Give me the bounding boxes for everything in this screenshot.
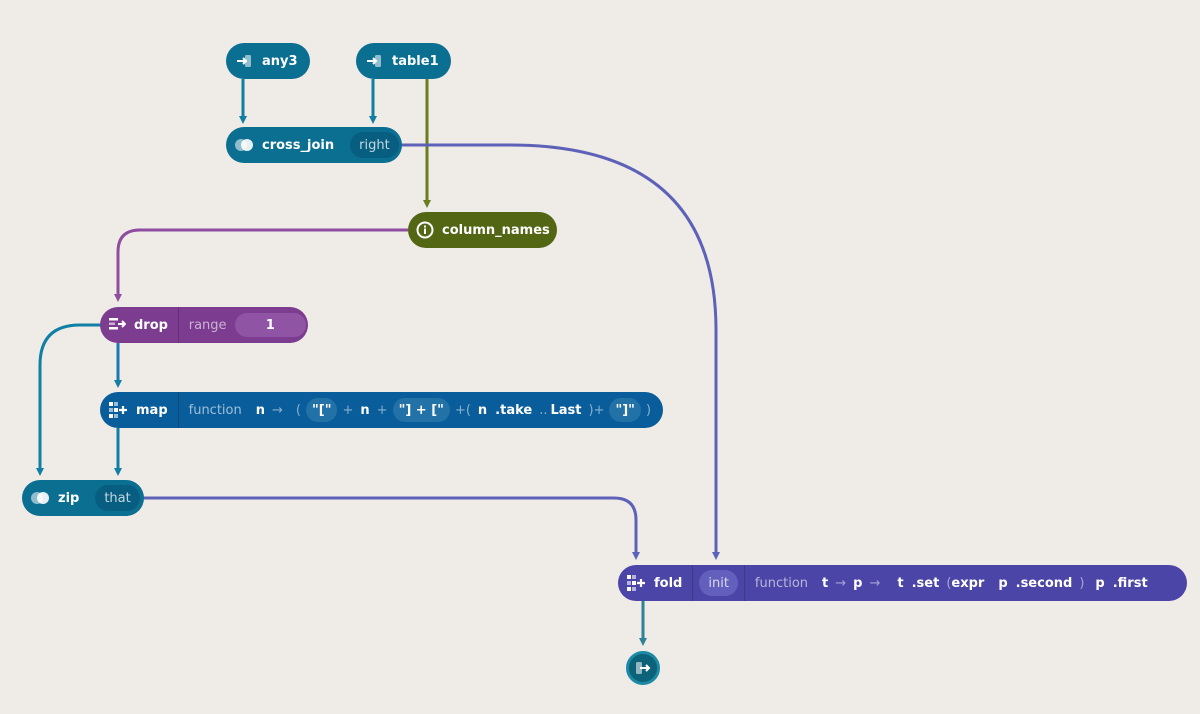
- expr-plus: +: [342, 402, 354, 418]
- node-fold[interactable]: fold init function t → p → t .set ( expr…: [618, 565, 1187, 601]
- separator: [692, 565, 694, 601]
- separator: [177, 392, 179, 428]
- expr-string[interactable]: "] + [": [392, 398, 450, 422]
- expr-last[interactable]: Last: [550, 402, 582, 418]
- node-table1[interactable]: table1: [356, 43, 451, 79]
- port-right[interactable]: right: [350, 132, 399, 158]
- expr-arg-p[interactable]: p: [853, 575, 863, 591]
- expr-arrow: →: [272, 402, 283, 418]
- node-label: column_names: [442, 222, 550, 238]
- node-drop[interactable]: drop range 1: [100, 307, 308, 343]
- expr-open: (: [295, 402, 301, 418]
- join-icon: [234, 135, 254, 155]
- node-map[interactable]: map function n → ( "[" + n + "] + [" +( …: [100, 392, 663, 428]
- expr-close: ): [1079, 575, 1085, 591]
- join-icon: [30, 488, 50, 508]
- expr-var[interactable]: n: [360, 402, 370, 418]
- expr-string[interactable]: "]": [609, 398, 641, 422]
- node-output[interactable]: [626, 651, 660, 685]
- expr-plus: +: [376, 402, 388, 418]
- node-label: fold: [654, 575, 683, 591]
- input-arrow-icon: [234, 51, 254, 71]
- node-column-names[interactable]: column_names: [408, 212, 557, 248]
- node-zip[interactable]: zip that: [22, 480, 144, 516]
- node-cross-join[interactable]: cross_join right: [226, 127, 402, 163]
- expr-method[interactable]: .first: [1112, 575, 1148, 591]
- node-label: cross_join: [262, 137, 335, 153]
- port-init[interactable]: init: [699, 570, 738, 596]
- info-icon: [416, 220, 434, 240]
- node-label: map: [136, 402, 168, 418]
- param-function-label: function: [754, 575, 809, 591]
- grid-plus-icon: [108, 400, 128, 420]
- expr-dots: ..: [539, 402, 548, 418]
- expr-close-plus: )+: [588, 402, 605, 418]
- node-label: zip: [58, 490, 80, 506]
- edge-column-names-drop: [114, 228, 408, 302]
- expr-arrow: →: [869, 575, 881, 591]
- expr-close: ): [645, 402, 652, 418]
- param-range-label: range: [188, 317, 227, 333]
- node-label: drop: [134, 317, 168, 333]
- input-arrow-icon: [364, 51, 384, 71]
- separator: [177, 307, 179, 343]
- expr-string[interactable]: "[": [305, 398, 338, 422]
- edge-zip-fold: [142, 496, 640, 560]
- edge-drop-zip: [36, 323, 104, 476]
- node-label: any3: [262, 53, 298, 69]
- grid-plus-icon: [626, 573, 646, 593]
- node-any3[interactable]: any3: [226, 43, 310, 79]
- expr-method[interactable]: .take: [495, 402, 533, 418]
- range-value-field[interactable]: 1: [234, 313, 306, 337]
- port-that[interactable]: that: [95, 485, 140, 511]
- expr-var[interactable]: p: [1095, 575, 1105, 591]
- expr-var[interactable]: p: [998, 575, 1008, 591]
- expr-expr[interactable]: expr: [951, 575, 985, 591]
- expr-var[interactable]: n: [477, 402, 488, 418]
- param-function-label: function: [188, 402, 242, 418]
- expr-arg[interactable]: n: [255, 402, 265, 418]
- expr-open-plus: +(: [454, 402, 471, 418]
- expr-arrow: →: [835, 575, 847, 591]
- expr-open: (: [946, 575, 952, 591]
- separator: [743, 565, 745, 601]
- expr-var[interactable]: t: [897, 575, 904, 591]
- expr-method[interactable]: .second: [1015, 575, 1073, 591]
- edge-cross-join-fold: [398, 143, 720, 560]
- expr-arg-t[interactable]: t: [822, 575, 829, 591]
- node-label: table1: [392, 53, 439, 69]
- expr-method[interactable]: .set: [911, 575, 940, 591]
- drop-icon: [108, 315, 126, 335]
- output-arrow-icon: [635, 661, 651, 675]
